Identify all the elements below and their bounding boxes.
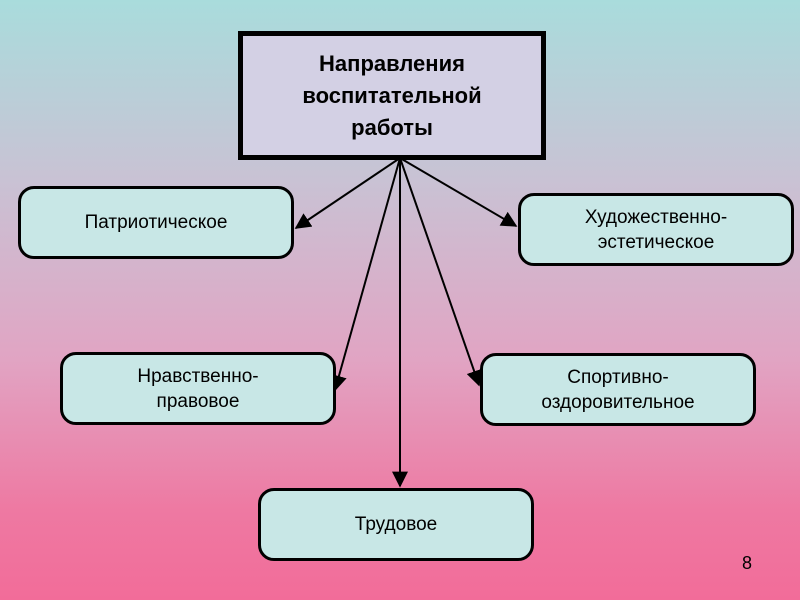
node-moral: Нравственно- правовое bbox=[60, 352, 336, 425]
title-box: Направления воспитательной работы bbox=[238, 31, 546, 160]
title-text: Направления воспитательной работы bbox=[302, 50, 482, 140]
arrow-to-patriotic bbox=[294, 157, 401, 229]
node-sport: Спортивно- оздоровительное bbox=[480, 353, 756, 426]
page-number: 8 bbox=[741, 553, 752, 573]
node-patriotic: Патриотическое bbox=[18, 186, 294, 259]
arrow-to-moral bbox=[331, 157, 401, 392]
node-labor: Трудовое bbox=[258, 488, 534, 561]
node-artistic: Художественно- эстетическое bbox=[518, 193, 794, 266]
arrow-to-artistic bbox=[399, 157, 518, 227]
arrow-to-sport bbox=[399, 157, 482, 387]
